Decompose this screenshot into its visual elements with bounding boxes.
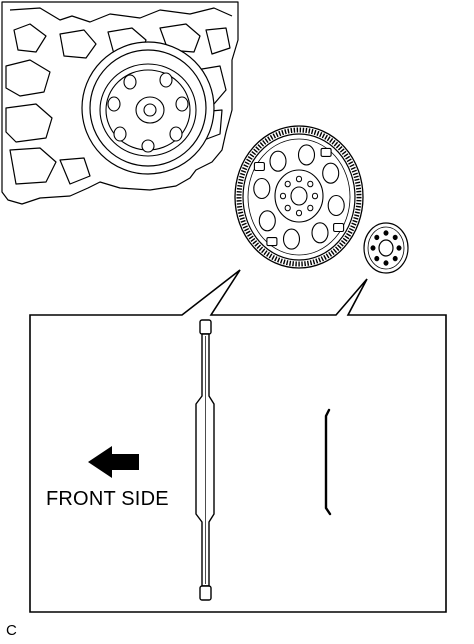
- callout-frame: [29, 269, 447, 613]
- drive-plate-hub-bolts: [279, 175, 319, 217]
- figure-code: C: [6, 622, 17, 639]
- plate-tab: [253, 161, 265, 172]
- drive-plate-holes: [253, 144, 345, 250]
- plate-hole: [253, 177, 271, 200]
- hub-bolt-hole: [279, 192, 287, 200]
- plate-hole: [282, 228, 301, 250]
- spacer-hole: [374, 234, 380, 241]
- plate-hole: [269, 150, 287, 172]
- spacer-plate-holes: [370, 230, 402, 266]
- hub-bolt-hole: [307, 180, 314, 188]
- spacer-hole: [370, 245, 376, 251]
- plate-tab: [266, 237, 278, 247]
- spacer-hole: [383, 230, 389, 236]
- hub-bolt-hole: [307, 204, 314, 212]
- spacer-cross-section: [324, 408, 332, 516]
- spacer-hole: [392, 255, 398, 262]
- plate-hole: [327, 194, 345, 217]
- spacer-hole: [374, 255, 380, 262]
- spacer-hole: [396, 245, 402, 251]
- hub-bolt-hole: [311, 192, 319, 200]
- hub-bolt-hole: [284, 180, 291, 188]
- front-side-label: FRONT SIDE: [46, 488, 169, 510]
- plate-tab: [333, 222, 345, 233]
- plate-hole: [297, 144, 316, 166]
- plate-hole: [322, 162, 340, 184]
- hub-bolt-hole: [295, 209, 303, 217]
- housing-flywheel: [99, 63, 197, 157]
- plate-tab: [320, 147, 332, 157]
- drive-plate-cross-section: [195, 319, 215, 601]
- hub-bolt-hole: [284, 204, 291, 212]
- hub-bolt-hole: [295, 175, 303, 183]
- plate-hole: [311, 222, 329, 244]
- arrow-left-icon: [88, 446, 139, 478]
- plate-hole: [258, 210, 276, 232]
- spacer-hole: [392, 234, 398, 241]
- spacer-hole: [383, 260, 389, 266]
